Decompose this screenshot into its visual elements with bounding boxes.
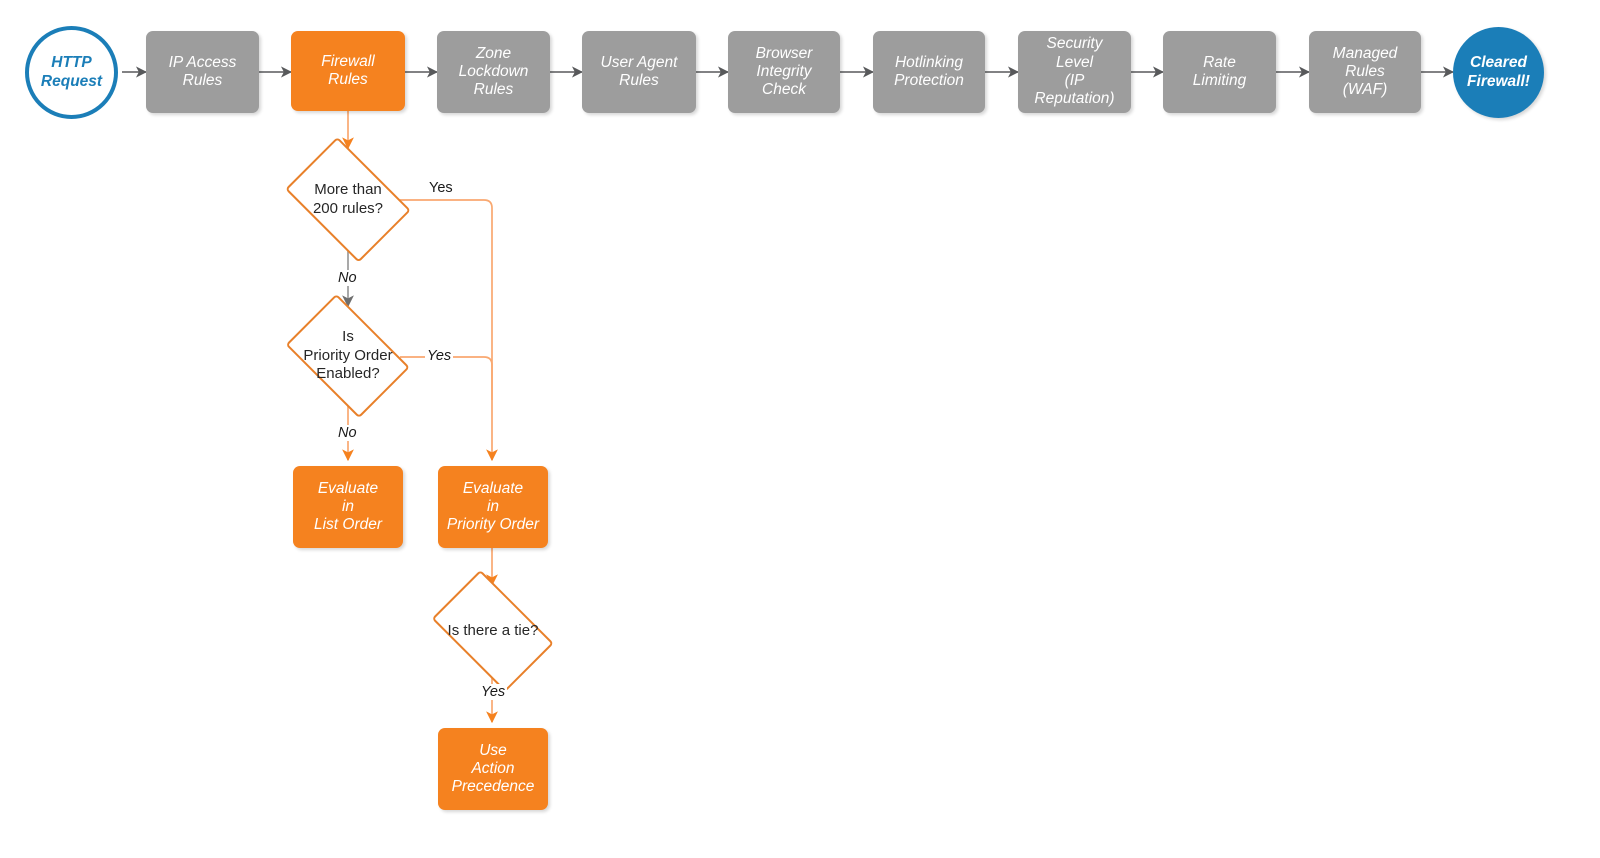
node-label: Rate Limiting [1192,53,1247,89]
node-label: Evaluate in Priority Order [446,479,540,534]
decision-more-than-200-rules[interactable]: More than 200 rules? [275,136,421,264]
edge-label-text: Yes [429,180,453,196]
node-ip-access-rules[interactable]: IP Access Rules [146,31,259,113]
node-evaluate-in-priority-order[interactable]: Evaluate in Priority Order [438,466,548,548]
node-http-request[interactable]: HTTP Request [25,26,118,119]
edge-label-yes-priority-order: Yes [425,348,454,364]
edge-label-no-priority-order: No [336,425,359,441]
node-label: Managed Rules (WAF) [1332,44,1398,99]
decision-label: More than 200 rules? [312,181,384,217]
node-rate-limiting[interactable]: Rate Limiting [1163,31,1276,113]
edge-label-no-more-than-200: No [336,270,359,286]
node-label: IP Access Rules [168,53,237,89]
node-label: Cleared Firewall! [1467,54,1530,90]
node-managed-rules-waf[interactable]: Managed Rules (WAF) [1309,31,1421,113]
edge-label-text: Yes [427,348,452,364]
node-label: Hotlinking Protection [894,53,964,89]
node-label: Security Level (IP Reputation) [1034,35,1115,108]
node-user-agent-rules[interactable]: User Agent Rules [582,31,696,113]
node-label: HTTP Request [40,54,103,90]
decision-label: Is Priority Order Enabled? [303,327,393,383]
node-hotlinking-protection[interactable]: Hotlinking Protection [873,31,985,113]
node-label: Evaluate in List Order [313,479,383,534]
node-security-level[interactable]: Security Level (IP Reputation) [1018,31,1131,113]
node-cleared-firewall[interactable]: Cleared Firewall! [1453,27,1544,118]
node-firewall-rules[interactable]: Firewall Rules [291,31,405,111]
decision-label: Is there a tie? [447,621,539,639]
node-zone-lockdown-rules[interactable]: Zone Lockdown Rules [437,31,550,113]
decision-priority-order-enabled[interactable]: Is Priority Order Enabled? [275,293,421,419]
node-use-action-precedence[interactable]: Use Action Precedence [438,728,548,810]
node-label: User Agent Rules [600,53,678,89]
node-evaluate-in-list-order[interactable]: Evaluate in List Order [293,466,403,548]
edge-label-text: Yes [481,684,506,700]
decision-is-there-a-tie[interactable]: Is there a tie? [420,569,566,693]
edge-label-text: No [338,270,357,286]
edge-label-text: No [338,425,357,441]
node-browser-integrity-check[interactable]: Browser Integrity Check [728,31,840,113]
node-label: Use Action Precedence [451,741,535,796]
node-label: Zone Lockdown Rules [458,44,529,99]
node-label: Browser Integrity Check [755,44,813,99]
edge-label-yes-more-than-200: Yes [427,180,455,196]
node-label: Firewall Rules [321,52,375,88]
edge-label-yes-is-there-a-tie: Yes [479,684,508,700]
